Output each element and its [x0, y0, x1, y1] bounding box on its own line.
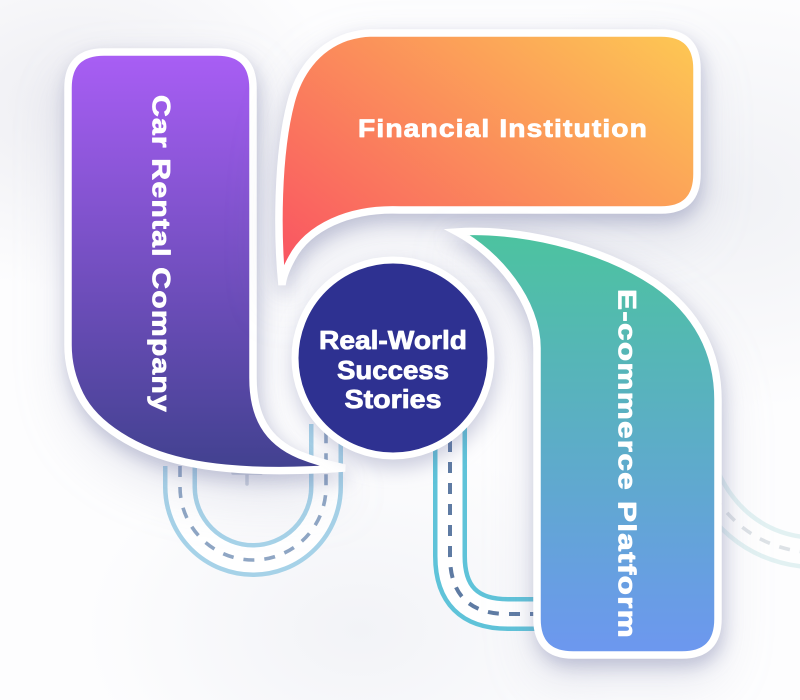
petal-car-rental: Car Rental Company	[64, 48, 346, 475]
petal-ecommerce-platform-shape	[443, 227, 722, 659]
center-circle	[291, 256, 495, 460]
petal-financial-institution: Financial Institution	[275, 29, 701, 286]
road-marker	[231, 471, 263, 486]
center-line-1: Real-World	[319, 325, 467, 355]
center-circle-group: Real-World Success Stories	[291, 256, 495, 460]
petal-car-rental-shape	[64, 48, 346, 475]
petal-financial-institution-shape	[275, 29, 701, 286]
center-line-3: Stories	[345, 384, 442, 414]
petal-financial-institution-label: Financial Institution	[358, 115, 648, 143]
petal-car-rental-label: Car Rental Company	[147, 95, 175, 413]
center-line-2: Success	[337, 355, 449, 385]
petal-ecommerce-platform: E-commerce Platform	[443, 227, 722, 659]
petal-ecommerce-platform-label: E-commerce Platform	[613, 289, 641, 639]
